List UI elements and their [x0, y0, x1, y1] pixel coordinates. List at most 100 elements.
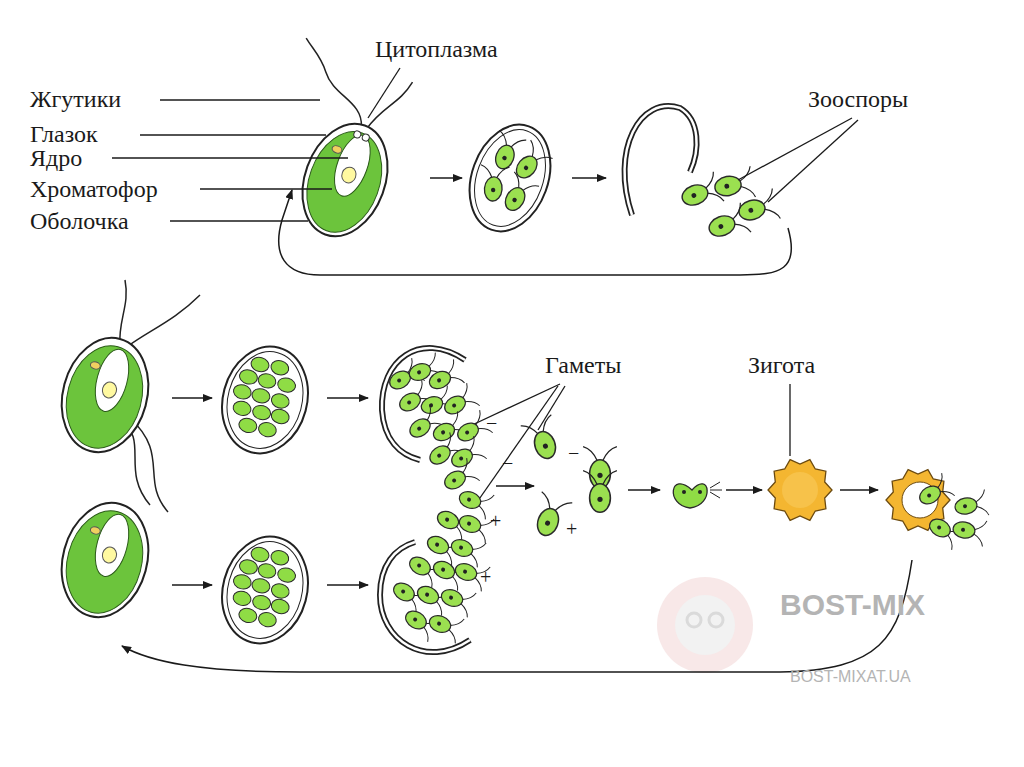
gamete-forming-cell: [270, 407, 291, 425]
parent-cell: [55, 337, 153, 457]
part-label: Хроматофор: [30, 176, 158, 202]
gamete-stream: [455, 484, 494, 519]
dividing-cell: [455, 113, 564, 242]
gamete-forming-cell: [276, 376, 297, 394]
germinating-zygote: [951, 515, 987, 546]
part-label: Цитоплазма: [375, 36, 498, 62]
mating-sign: +: [490, 510, 501, 532]
part-label: Жгутики: [30, 86, 121, 112]
dividing-cell: [455, 113, 564, 242]
flagella-link: [128, 295, 200, 346]
gamete-forming-cell: [232, 399, 253, 417]
gamete-stream: [455, 508, 494, 543]
watermark-logo: [709, 613, 723, 627]
zygote: [768, 460, 832, 521]
mother-cell: [284, 38, 383, 126]
part-label: Зооспоры: [808, 86, 908, 112]
zoospores: [704, 203, 751, 245]
cycle-arrow: [279, 178, 792, 275]
parent-cell: [55, 502, 153, 622]
watermark: BOST-MIX: [780, 588, 925, 621]
mating-sign: +: [480, 566, 491, 588]
mother-cell: [288, 112, 403, 248]
parent-cell: [89, 346, 135, 416]
fusing-gametes: [698, 490, 702, 494]
cycle-arrow: [496, 485, 534, 487]
parent-cell: [101, 380, 119, 399]
gamete-forming-cell: [257, 372, 278, 390]
gamete-forming-cell: [232, 383, 253, 401]
gamete-stream: [425, 359, 465, 396]
parent-cell: [49, 328, 160, 462]
mating-sign: −: [486, 412, 497, 434]
gamete-forming-cell: [269, 359, 290, 377]
fusing-gametes: [682, 490, 686, 494]
cycle-arrow: [572, 177, 606, 179]
flagella-link: [130, 418, 168, 512]
part-label: Гаметы: [545, 352, 621, 378]
part-label: Глазок: [30, 121, 98, 147]
zygote: [768, 460, 832, 521]
part-label: Зигота: [748, 352, 815, 378]
mother-cell: [353, 130, 362, 139]
watermark-logo: [657, 577, 753, 673]
germinating-zygote: [914, 473, 955, 512]
gamete-forming-cell: [210, 337, 319, 463]
cycle-arrow: [327, 584, 368, 586]
gamete-forming-cell: [210, 337, 319, 463]
mating-sign: −: [502, 452, 513, 474]
gamete-forming-cell: [232, 589, 253, 607]
mother-cell: [331, 144, 343, 154]
watermark-logo: [657, 577, 753, 673]
cycle-arrow: [840, 489, 878, 491]
gamete-forming-cell: [270, 392, 291, 410]
parent-cell: [49, 493, 160, 627]
zoospores: [677, 166, 780, 245]
cycle-arrow: [122, 398, 912, 672]
gamete-forming-cell: [251, 403, 272, 421]
watermark-logo: [687, 613, 701, 627]
mating-sign: +: [566, 518, 577, 540]
gamete-stream: [439, 383, 480, 422]
gamete-forming-cell: [270, 582, 291, 600]
gamete-stream: [439, 458, 480, 497]
fusing-gametes: [583, 471, 617, 513]
mother-cell: [361, 133, 370, 142]
dividing-cell: [478, 165, 510, 203]
cycle-arrow: [279, 190, 792, 275]
part-label: Ядро: [30, 145, 82, 171]
gamete-stream: [425, 608, 464, 643]
mother-cell: [340, 165, 359, 185]
dividing-cell: [462, 120, 558, 237]
gamete-forming-cell: [232, 573, 253, 591]
mating-sign: −: [568, 442, 579, 464]
mother-cell: [367, 73, 413, 138]
cycle-arrow: [172, 397, 212, 399]
cycle-arrow: [726, 489, 762, 491]
mother-cell: [294, 121, 395, 243]
leader-line: [738, 118, 852, 180]
gamete-forming-cell: [257, 421, 278, 439]
leader-line: [160, 99, 320, 100]
cycle-arrow: [430, 177, 462, 179]
fusing-gametes: [673, 484, 707, 508]
gamete-forming-cell: [257, 611, 278, 629]
leader-line: [200, 188, 332, 189]
gamete-forming-cell: [257, 562, 278, 580]
gamete-forming-cell: [270, 597, 291, 615]
gamete-forming-cell: [276, 566, 297, 584]
gamete-stream: [446, 436, 487, 475]
gamete-forming-cell: [217, 533, 314, 647]
fusing-gametes: [710, 482, 722, 498]
cycle-arrow: [628, 489, 660, 491]
flagella-link: [120, 280, 126, 345]
leader-line: [140, 134, 326, 135]
watermark-logo: [675, 595, 735, 655]
mother-cell: [327, 130, 377, 200]
fusing-gametes: [521, 415, 722, 541]
parent-cell: [101, 545, 119, 564]
zoospores: [735, 188, 780, 228]
watermark: BOST-MIXAT.UA: [790, 668, 911, 686]
